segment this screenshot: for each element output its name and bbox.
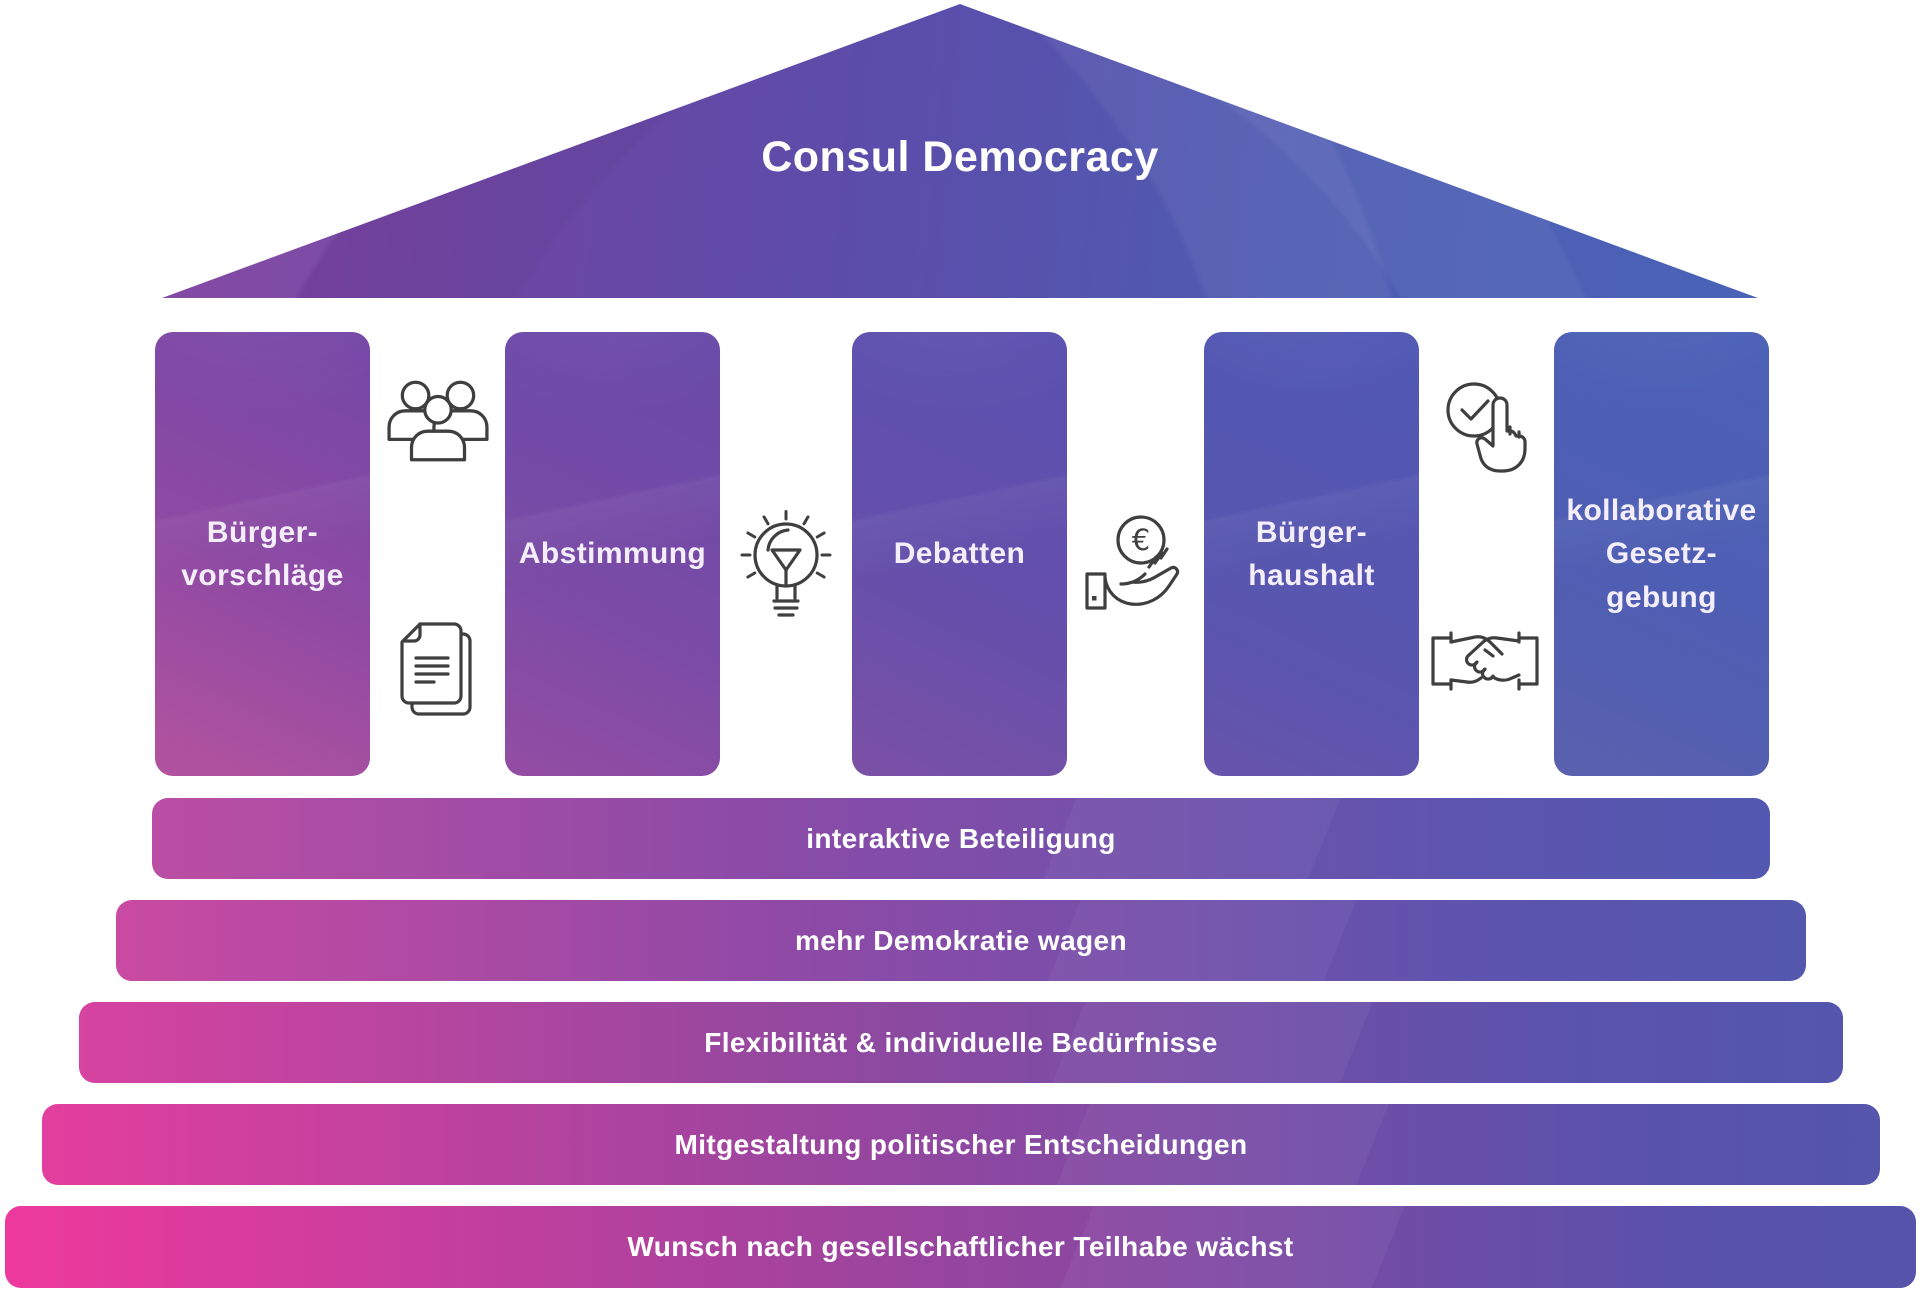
pillar-buergerhaushalt: Bürger- haushalt (1204, 332, 1419, 776)
diagram-title: Consul Democracy (761, 133, 1159, 181)
pillar-label: Bürger- vorschläge (181, 515, 344, 593)
pillar-abstimmung: Abstimmung (505, 332, 720, 776)
documents-icon (392, 622, 484, 726)
lightbulb-icon (730, 510, 842, 632)
people-icon (385, 378, 491, 464)
handshake-icon (1425, 620, 1545, 712)
svg-text:€: € (1132, 523, 1150, 557)
pillar-label: kollaborative Gesetz- gebung (1566, 493, 1757, 614)
pillar-label: Bürger- haushalt (1248, 515, 1375, 593)
euro-hand-icon: € (1081, 512, 1185, 618)
pillar-buergervorschlaege: Bürger- vorschläge (155, 332, 370, 776)
pillar-label: Abstimmung (518, 537, 707, 571)
bar-label: mehr Demokratie wagen (794, 924, 1128, 956)
foundation-bar-mehr-demokratie-wagen: mehr Demokratie wagen (116, 900, 1806, 981)
foundation-bar-teilhabe-waechst: Wunsch nach gesellschaftlicher Teilhabe … (5, 1206, 1916, 1288)
bar-label: Flexibilität & individuelle Bedürfnisse (704, 1026, 1218, 1058)
pillar-label: Debatten (893, 537, 1026, 571)
foundation-bar-flexibilitaet: Flexibilität & individuelle Bedürfnisse (79, 1002, 1843, 1083)
vote-check-icon (1440, 378, 1534, 482)
pillar-debatten: Debatten (852, 332, 1067, 776)
foundation-bar-interaktive-beteiligung: interaktive Beteiligung (152, 798, 1770, 879)
bar-label: Wunsch nach gesellschaftlicher Teilhabe … (627, 1231, 1294, 1262)
foundation-bar-mitgestaltung: Mitgestaltung politischer Entscheidungen (42, 1104, 1880, 1185)
bar-label: interaktive Beteiligung (806, 822, 1116, 854)
pillar-kollaborative-gesetzgebung: kollaborative Gesetz- gebung (1554, 332, 1769, 776)
bar-label: Mitgestaltung politischer Entscheidungen (674, 1128, 1248, 1160)
